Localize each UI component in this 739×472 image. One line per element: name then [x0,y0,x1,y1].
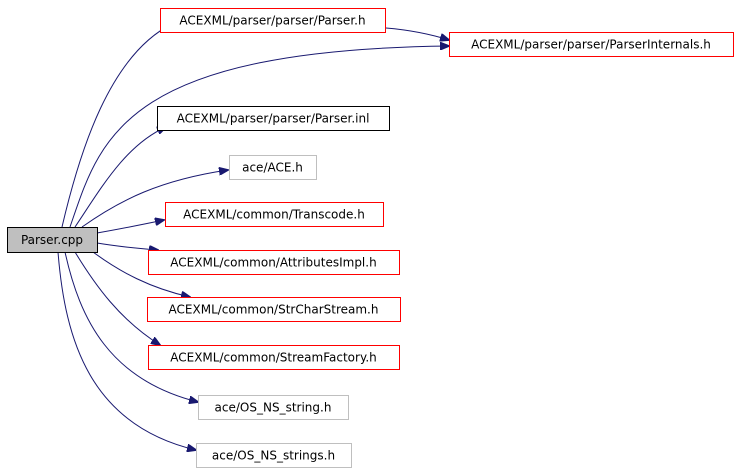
node-box [198,395,349,420]
node-label: ace/ACE.h [242,161,303,175]
edge-parser_cpp-to-str_char_stream_h [92,251,190,297]
node-label: ACEXML/parser/parser/Parser.inl [177,112,370,126]
node-os-ns-strings-h[interactable]: ace/OS_NS_strings.h [196,443,352,468]
edges-layer [57,24,449,450]
edge-parser_cpp-to-ace_h [81,170,228,228]
node-box [196,443,352,468]
node-box [160,8,386,33]
node-box [449,32,734,57]
node-box [148,250,400,275]
node-transcode-h[interactable]: ACEXML/common/Transcode.h [165,202,384,227]
edge-parser_cpp-to-parser_h [61,24,172,228]
node-box [165,202,384,227]
node-parser-cpp[interactable]: Parser.cpp [7,227,98,253]
node-box [157,106,390,131]
edge-parser_cpp-to-transcode_h [96,220,164,234]
edge-parser_cpp-to-attributes_impl_h [96,242,158,250]
node-box [229,155,317,180]
node-ace-h[interactable]: ace/ACE.h [229,155,317,180]
node-label: ace/OS_NS_string.h [215,401,332,415]
edge-parser_cpp-to-stream_factory_h [74,251,160,345]
node-str-char-stream-h[interactable]: ACEXML/common/StrCharStream.h [147,297,401,322]
node-stream-factory-h[interactable]: ACEXML/common/StreamFactory.h [148,345,400,370]
node-parser-h[interactable]: ACEXML/parser/parser/Parser.h [160,8,386,33]
node-label: ACEXML/common/StrCharStream.h [169,303,379,317]
edge-parser_cpp-to-os_ns_string_h [64,251,198,402]
node-label: Parser.cpp [21,233,83,247]
edge-parser_cpp-to-parser_internals_h [69,46,449,228]
node-label: ACEXML/common/Transcode.h [183,208,365,222]
node-box [147,297,401,322]
node-os-ns-string-h[interactable]: ace/OS_NS_string.h [198,395,349,420]
edge-parser_h-to-parser_internals_h [385,27,449,40]
node-box [148,345,400,370]
node-label: ace/OS_NS_strings.h [212,449,335,463]
nodes-layer: Parser.cpp ACEXML/parser/parser/Parser.hA… [7,8,734,468]
node-label: ACEXML/parser/parser/ParserInternals.h [471,38,711,52]
node-parser-inl[interactable]: ACEXML/parser/parser/Parser.inl [157,106,390,131]
node-box [7,227,98,253]
node-attributes-impl-h[interactable]: ACEXML/common/AttributesImpl.h [148,250,400,275]
edge-parser_cpp-to-os_ns_strings_h [57,251,196,450]
node-parser-internals-h[interactable]: ACEXML/parser/parser/ParserInternals.h [449,32,734,57]
node-label: ACEXML/common/StreamFactory.h [170,351,377,365]
edge-parser_cpp-to-parser_inl [74,127,166,228]
node-label: ACEXML/common/AttributesImpl.h [170,256,376,270]
node-label: ACEXML/parser/parser/Parser.h [179,14,365,28]
